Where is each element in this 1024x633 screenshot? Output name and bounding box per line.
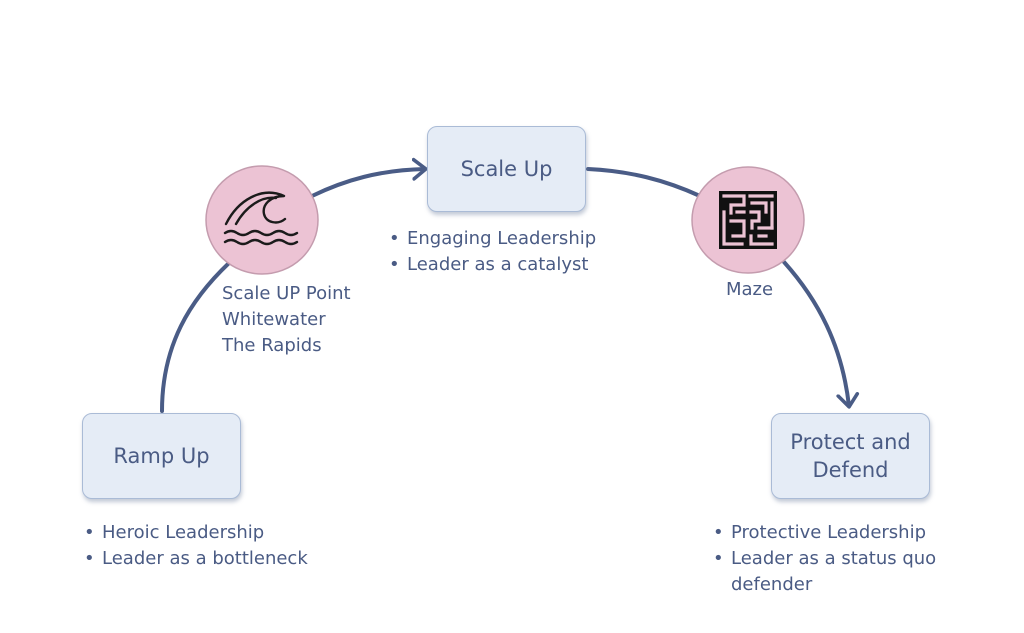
- list-item: Engaging Leadership: [387, 226, 687, 252]
- whitewater-caption-line: Whitewater: [222, 309, 326, 330]
- arrow-whitewater-to-scale-up: [310, 169, 425, 198]
- stage-scale-up: Scale Up: [427, 126, 586, 212]
- ramp-up-bullet-list: Heroic Leadership Leader as a bottleneck: [82, 520, 382, 572]
- protect-bullet-list: Protective Leadership Leader as a status…: [711, 520, 971, 598]
- list-item: Protective Leadership: [711, 520, 971, 546]
- stage-ramp-up-label: Ramp Up: [113, 444, 210, 468]
- stage-ramp-up: Ramp Up: [82, 413, 241, 499]
- stage-protect-and-defend: Protect and Defend: [771, 413, 930, 499]
- list-item: Leader as a status quo defender: [711, 546, 971, 598]
- maze-caption: Maze: [726, 279, 774, 300]
- maze-marker: [691, 166, 805, 274]
- arrow-maze-to-protect: [782, 260, 849, 406]
- maze-icon: [719, 191, 777, 249]
- stage-protect-label: Protect and Defend: [790, 430, 911, 482]
- arrow-scale-up-to-maze: [586, 167, 702, 198]
- arrow-ramp-to-whitewater: [160, 261, 231, 413]
- list-item: Heroic Leadership: [82, 520, 382, 546]
- whitewater-marker: [205, 165, 319, 275]
- stage-scale-up-label: Scale Up: [460, 157, 553, 181]
- whitewater-caption: Scale UP Point Whitewater The Rapids: [222, 281, 402, 359]
- wave-icon: [223, 191, 299, 246]
- whitewater-circle: [205, 165, 319, 275]
- scale-up-bullet-list: Engaging Leadership Leader as a catalyst: [387, 226, 687, 278]
- list-item: Leader as a catalyst: [387, 252, 687, 278]
- whitewater-caption-line: The Rapids: [222, 335, 322, 356]
- list-item: Leader as a bottleneck: [82, 546, 382, 572]
- whitewater-caption-line: Scale UP Point: [222, 283, 351, 304]
